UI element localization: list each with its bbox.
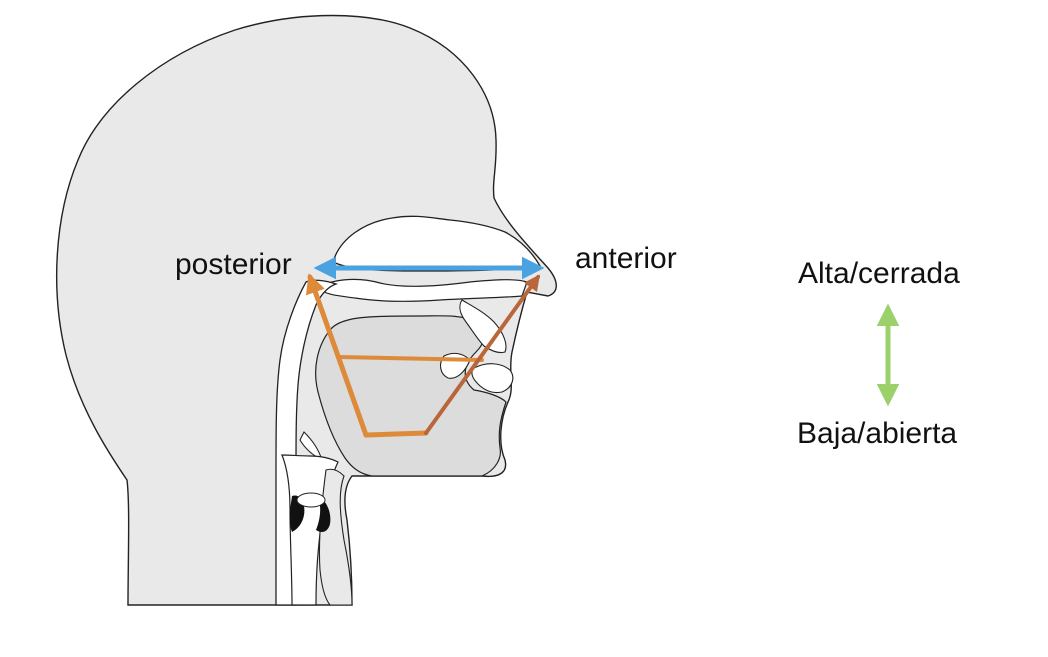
trachea bbox=[318, 468, 353, 606]
posterior-label: posterior bbox=[175, 248, 292, 281]
glottis bbox=[296, 492, 326, 508]
trapezoid-middle-bar bbox=[336, 355, 484, 362]
trapezoid-front-side bbox=[424, 274, 540, 435]
low-open-label: Baja/abierta bbox=[797, 417, 958, 450]
trapezoid-bottom bbox=[363, 430, 429, 438]
lower-lip bbox=[471, 363, 514, 394]
vocal-cord-right bbox=[316, 496, 331, 532]
anterior-label: anterior bbox=[575, 242, 677, 275]
oral-cavity-tongue bbox=[315, 315, 507, 477]
high-closed-label: Alta/cerrada bbox=[798, 257, 960, 290]
